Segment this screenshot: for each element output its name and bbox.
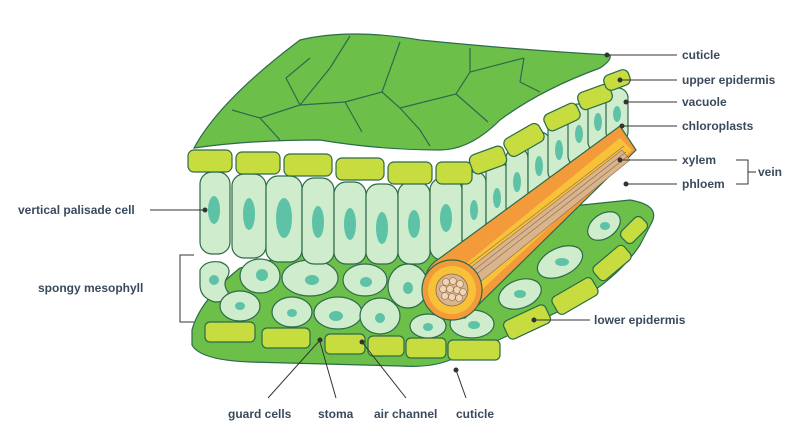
label-stoma: stoma bbox=[318, 407, 354, 421]
lower-epidermis-cells bbox=[204, 215, 649, 361]
label-phloem: phloem bbox=[682, 177, 725, 191]
label-air-channel: air channel bbox=[374, 407, 437, 421]
label-lower-epidermis: lower epidermis bbox=[594, 313, 686, 327]
label-vertical-palisade-cell: vertical palisade cell bbox=[18, 203, 135, 217]
label-cuticle-top: cuticle bbox=[682, 48, 720, 62]
label-upper-epidermis: upper epidermis bbox=[682, 73, 776, 87]
label-cuticle-bottom: cuticle bbox=[456, 407, 494, 421]
leader-lines bbox=[150, 52, 756, 399]
label-vacuole: vacuole bbox=[682, 95, 727, 109]
vein-bundle bbox=[421, 125, 637, 321]
label-vein: vein bbox=[758, 165, 782, 179]
cuticle-cell-walls bbox=[231, 35, 541, 147]
spongy-mesophyll-cells bbox=[199, 211, 621, 339]
label-spongy-mesophyll: spongy mesophyll bbox=[38, 281, 143, 295]
label-chloroplasts: chloroplasts bbox=[682, 119, 754, 133]
label-xylem: xylem bbox=[682, 153, 716, 167]
label-guard-cells: guard cells bbox=[228, 407, 292, 421]
upper-epidermis-cells bbox=[187, 69, 631, 185]
